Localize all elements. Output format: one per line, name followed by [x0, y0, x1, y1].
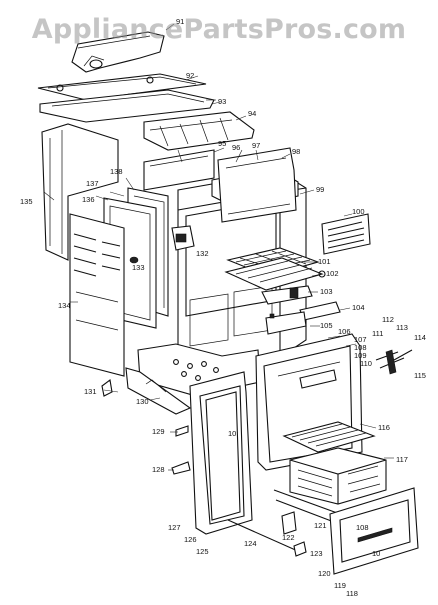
part-91-top-bracket [71, 23, 175, 73]
label-130: 130 [136, 397, 149, 406]
label-115: 115 [414, 371, 426, 380]
part-97-back-panel [217, 147, 297, 223]
label-124: 124 [244, 539, 257, 548]
part-122-bracket [281, 511, 297, 535]
part-number-labels: 91 92 93 94 95 96 97 98 99 100 101 102 1… [20, 17, 426, 598]
label-119: 119 [334, 581, 346, 590]
label-135: 135 [20, 197, 33, 206]
label-134: 134 [58, 301, 71, 310]
part-105-lower-liner [265, 311, 307, 335]
label-106: 106 [338, 327, 351, 336]
part-132-oven-burner [171, 225, 195, 251]
label-136: 136 [82, 195, 95, 204]
label-118: 118 [346, 589, 358, 598]
part-95-liner-top [143, 149, 215, 191]
part-94-rear-cover [143, 111, 255, 151]
part-131-clip [101, 379, 113, 397]
label-128: 128 [152, 465, 165, 474]
label-102: 102 [326, 269, 339, 278]
label-92: 92 [186, 71, 194, 80]
label-100: 100 [352, 207, 365, 216]
label-114: 114 [414, 333, 426, 342]
label-93: 93 [218, 97, 226, 106]
label-96: 96 [232, 143, 240, 152]
part-126-door-inner-frame [205, 391, 241, 521]
label-97: 97 [252, 141, 260, 150]
label-112: 112 [382, 315, 394, 324]
label-122: 122 [282, 533, 295, 542]
label-108b: 108 [356, 523, 369, 532]
label-104: 104 [352, 303, 365, 312]
label-131: 131 [84, 387, 97, 396]
label-138: 138 [110, 167, 123, 176]
part-134-front-panel [69, 213, 139, 377]
label-113: 113 [396, 323, 408, 332]
label-95: 95 [218, 139, 226, 148]
part-103-bracket [261, 285, 313, 305]
label-10a: 10 [228, 429, 236, 438]
part-93-cooktop-frame [39, 89, 221, 123]
label-111: 111 [372, 329, 383, 338]
label-10b: 10 [372, 549, 380, 558]
part-124-strip [227, 519, 307, 557]
part-100-vent-grille [321, 213, 371, 255]
label-109: 109 [354, 351, 367, 360]
part-130-base-rail [125, 367, 192, 415]
part-135-left-side-panel [41, 123, 119, 261]
label-103: 103 [320, 287, 333, 296]
label-98: 98 [292, 147, 300, 156]
label-116: 116 [378, 423, 390, 432]
part-128-clip [171, 461, 191, 475]
label-123: 123 [310, 549, 323, 558]
label-120: 120 [318, 569, 331, 578]
leader-lines [43, 75, 394, 471]
part-111-hinge [375, 349, 413, 375]
part-117-broiler-drawer [289, 447, 387, 505]
part-116-broiler-pan [282, 421, 376, 453]
label-101: 101 [318, 257, 331, 266]
part-119-drawer-front [329, 487, 419, 575]
label-110: 110 [360, 359, 372, 368]
part-92-top-rail [37, 73, 207, 101]
label-108: 108 [354, 343, 367, 352]
label-127: 127 [168, 523, 181, 532]
label-105: 105 [320, 321, 333, 330]
label-133: 133 [132, 263, 145, 272]
label-99: 99 [316, 185, 324, 194]
label-121: 121 [314, 521, 327, 530]
label-117: 117 [396, 455, 408, 464]
part-129-clip [175, 425, 189, 437]
label-91: 91 [176, 17, 184, 26]
label-126: 126 [184, 535, 197, 544]
label-137: 137 [86, 179, 99, 188]
label-94: 94 [248, 109, 256, 118]
label-129: 129 [152, 427, 165, 436]
part-121-drawer-rail [273, 489, 341, 523]
label-125: 125 [196, 547, 209, 556]
label-107: 107 [354, 335, 367, 344]
label-132: 132 [196, 249, 209, 258]
